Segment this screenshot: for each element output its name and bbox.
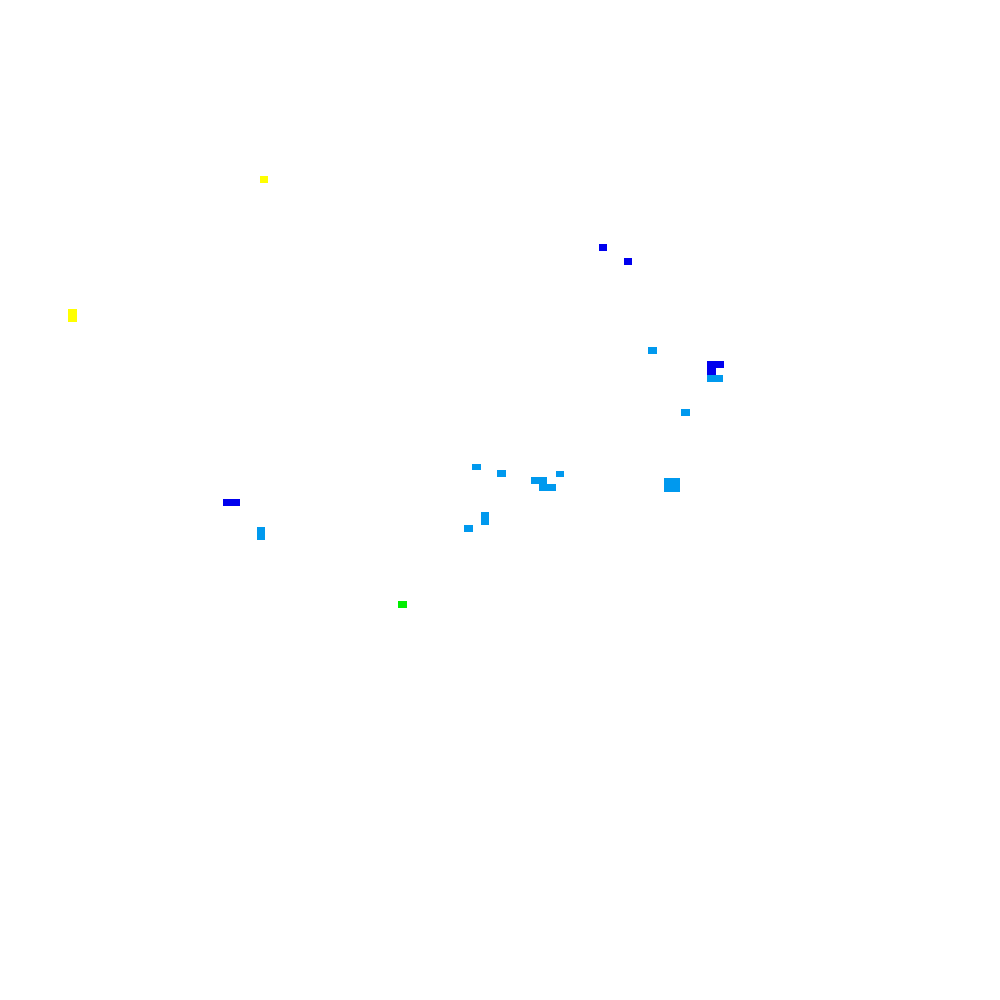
- light-blue-block-8: [539, 484, 556, 491]
- light-blue-block-11: [481, 512, 489, 525]
- light-blue-block-5: [497, 470, 506, 477]
- light-blue-block-7: [531, 477, 547, 484]
- light-blue-block-9: [664, 478, 680, 492]
- blue-block-1: [599, 244, 607, 251]
- light-blue-block-4: [472, 464, 481, 470]
- light-blue-block-10: [257, 527, 265, 540]
- blue-block-3: [707, 361, 724, 368]
- light-blue-block-2: [707, 375, 723, 382]
- green-block-1: [398, 601, 407, 608]
- blue-block-2: [624, 258, 632, 265]
- light-blue-block-6: [556, 471, 564, 477]
- yellow-block-2: [68, 309, 77, 322]
- light-blue-block-1: [648, 347, 657, 354]
- blue-block-4: [707, 367, 716, 375]
- light-blue-block-3: [681, 409, 690, 416]
- light-blue-block-12: [464, 525, 473, 532]
- yellow-block-1: [260, 176, 268, 183]
- blue-block-5: [223, 499, 240, 506]
